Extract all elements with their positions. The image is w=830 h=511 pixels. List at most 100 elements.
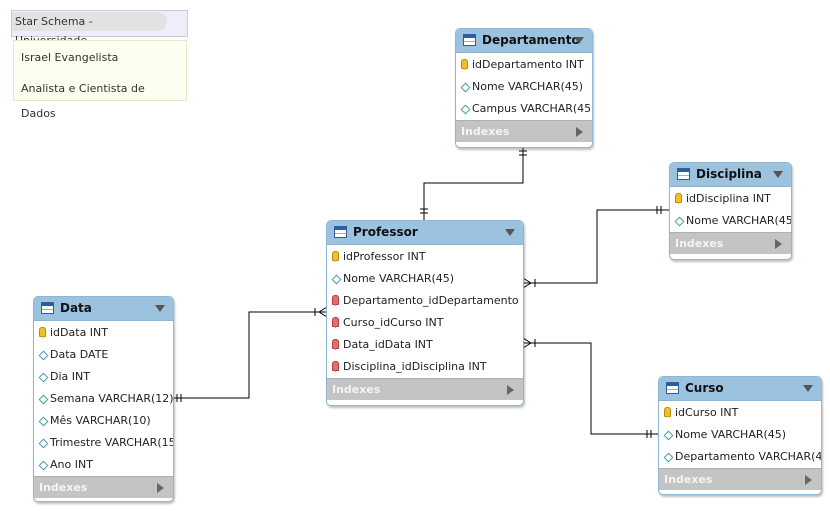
table-name: Data [60,301,92,315]
column-diamond-icon [38,394,49,405]
expand-arrow-icon[interactable] [576,127,583,137]
table-icon [677,168,690,180]
note-box[interactable]: Israel Evangelista Analista e Cientista … [13,40,187,120]
table-disciplina[interactable]: Disciplina idDisciplina INT Nome VARCHAR… [669,162,792,260]
column-diamond-icon [460,104,471,115]
table-icon [666,382,679,394]
column-label: idProfessor INT [343,250,426,263]
column-row[interactable]: idData INT [34,322,173,344]
column-diamond-icon [38,416,49,427]
column-row[interactable]: Disciplina_idDisciplina INT [327,356,523,378]
table-name: Disciplina [696,167,762,181]
column-row[interactable]: Data DATE [34,344,173,366]
indexes-label: Indexes [664,473,713,486]
foreign-key-icon [332,339,339,350]
column-diamond-icon [663,452,674,463]
column-row[interactable]: idCurso INT [659,402,821,424]
column-row[interactable]: Nome VARCHAR(45) [456,76,592,98]
column-label: Nome VARCHAR(45) [675,428,787,441]
column-row[interactable]: Semana VARCHAR(12) [34,388,173,410]
column-row[interactable]: idProfessor INT [327,246,523,268]
column-diamond-icon [674,216,685,227]
table-header[interactable]: Professor [327,221,523,245]
collapse-arrow-icon[interactable] [155,305,165,312]
column-row[interactable]: Dia INT [34,366,173,388]
column-row[interactable]: idDepartamento INT [456,54,592,76]
table-header[interactable]: Curso [659,377,821,401]
table-name: Departamento [482,33,580,47]
column-diamond-icon [38,372,49,383]
foreign-key-icon [332,361,339,372]
table-header[interactable]: Disciplina [670,163,791,187]
note-line: Analista e Cientista de Dados [21,82,145,120]
column-diamond-icon [460,82,471,93]
collapse-arrow-icon[interactable] [803,385,813,392]
column-label: Nome VARCHAR(45) [686,214,792,227]
indexes-label: Indexes [461,125,510,138]
table-departamento[interactable]: Departamento idDepartamento INT Nome VAR… [455,28,593,148]
connector-data-professor [173,306,328,402]
column-row[interactable]: Ano INT [34,454,173,476]
column-label: idCurso INT [675,406,739,419]
indexes-bar[interactable]: Indexes [456,120,592,142]
table-icon [334,226,347,238]
column-label: Disciplina_idDisciplina INT [343,360,487,373]
collapse-arrow-icon[interactable] [574,37,584,44]
connector-disciplina-professor [522,206,669,289]
column-row[interactable]: idDisciplina INT [670,188,791,210]
table-name: Professor [353,225,418,239]
collapse-arrow-icon[interactable] [773,171,783,178]
foreign-key-icon [332,317,339,328]
indexes-bar[interactable]: Indexes [327,378,523,400]
indexes-bar[interactable]: Indexes [670,232,791,254]
column-label: Campus VARCHAR(45) [472,102,593,115]
table-header[interactable]: Data [34,297,173,321]
expand-arrow-icon[interactable] [157,483,164,493]
column-row[interactable]: Nome VARCHAR(45) [670,210,791,232]
column-diamond-icon [38,438,49,449]
table-professor[interactable]: Professor idProfessor INT Nome VARCHAR(4… [326,220,524,406]
column-label: idDisciplina INT [686,192,771,205]
table-header[interactable]: Departamento [456,29,592,53]
column-diamond-icon [663,430,674,441]
indexes-bar[interactable]: Indexes [659,468,821,490]
column-row[interactable]: Nome VARCHAR(45) [659,424,821,446]
column-row[interactable]: Curso_idCurso INT [327,312,523,334]
primary-key-icon [675,193,682,204]
table-name: Curso [685,381,724,395]
primary-key-icon [664,407,671,418]
expand-arrow-icon[interactable] [805,475,812,485]
table-icon [41,302,54,314]
column-row[interactable]: Nome VARCHAR(45) [327,268,523,290]
indexes-bar[interactable]: Indexes [34,476,173,498]
indexes-label: Indexes [332,383,381,396]
column-row[interactable]: Departamento_idDepartamento INT [327,290,523,312]
note-line: Israel Evangelista [21,51,119,64]
collapse-arrow-icon[interactable] [505,229,515,236]
column-row[interactable]: Campus VARCHAR(45) [456,98,592,120]
column-row[interactable]: Mês VARCHAR(10) [34,410,173,432]
column-label: Trimestre VARCHAR(15) [50,436,174,449]
connector-departamento-professor [420,147,527,221]
column-label: idData INT [50,326,108,339]
column-label: Data_idData INT [343,338,433,351]
column-row[interactable]: Data_idData INT [327,334,523,356]
note-tab[interactable]: Star Schema - Universidade [11,10,188,47]
column-row[interactable]: Trimestre VARCHAR(15) [34,432,173,454]
column-diamond-icon [38,350,49,361]
table-curso[interactable]: Curso idCurso INT Nome VARCHAR(45) Depar… [658,376,822,495]
column-label: idDepartamento INT [472,58,584,71]
column-diamond-icon [331,274,342,285]
table-data[interactable]: Data idData INT Data DATE Dia INT Semana… [33,296,174,502]
note-tab-label: Star Schema - Universidade [12,12,167,47]
primary-key-icon [461,59,468,70]
column-label: Ano INT [50,458,93,471]
primary-key-icon [39,327,46,338]
column-label: Dia INT [50,370,90,383]
column-row[interactable]: Departamento VARCHAR(45) [659,446,821,468]
indexes-label: Indexes [675,237,724,250]
expand-arrow-icon[interactable] [775,239,782,249]
expand-arrow-icon[interactable] [507,385,514,395]
column-label: Mês VARCHAR(10) [50,414,151,427]
